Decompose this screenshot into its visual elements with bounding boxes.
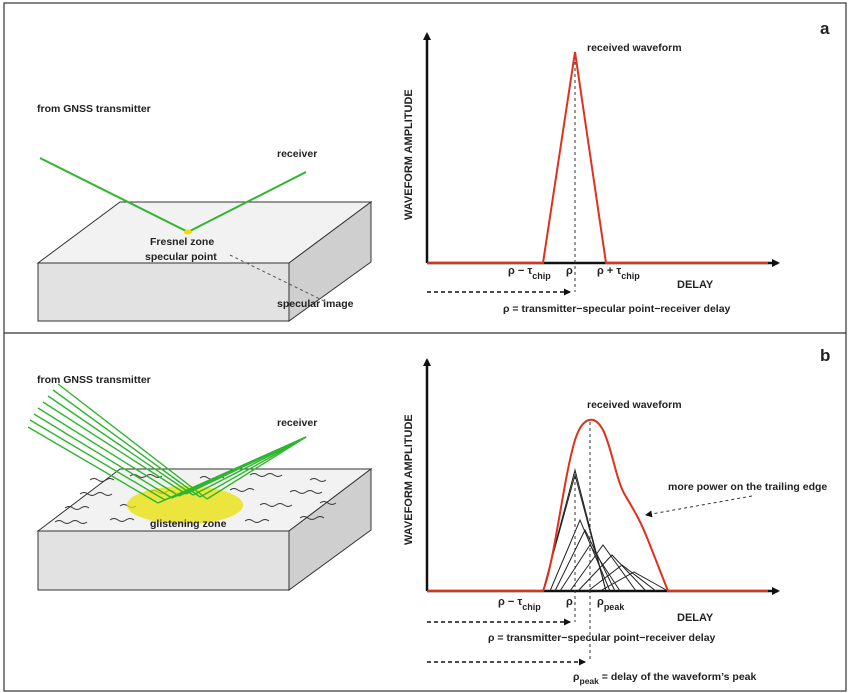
figure-border [3,2,847,692]
receiver-label: receiver [277,417,317,429]
trailing-edge-arrow [645,495,753,518]
waveform-curve [427,418,768,592]
tick-rho-peak: ρpeak [597,596,625,612]
panel-a: a from GNSS transmitter receiver Fresnel… [36,19,830,322]
transmitter-label: from GNSS transmitter [37,374,151,386]
panel-a-surface-box [36,201,373,322]
box-side-face [288,467,372,591]
reflected-ray [187,171,307,233]
y-axis-label: WAVEFORM AMPLITUDE [403,414,415,545]
delay-caption: ρ = transmitter−specular point−receiver … [503,303,731,315]
x-axis-label: DELAY [677,279,714,291]
specular-image-label: specular image [277,298,354,310]
tick-rho: ρ [566,265,573,277]
trailing-edge-label: more power on the trailing edge [668,481,827,493]
panel-a-letter: a [820,19,830,38]
waveform-curve [427,51,768,264]
box-side-face [288,201,372,322]
waveform-label: received waveform [587,399,682,411]
tick-rho-minus-tau: ρ − τchip [508,265,551,281]
transmitter-label: from GNSS transmitter [37,103,151,115]
box-front-face [37,262,290,322]
specular-image-leader [229,254,329,304]
specular-point-label: specular point [145,251,217,263]
glistening-zone-label: glistening zone [150,518,227,530]
fresnel-zone-label: Fresnel zone [150,236,214,248]
y-axis-label: WAVEFORM AMPLITUDE [403,89,415,220]
specular-point-marker [184,229,192,235]
incident-rays [27,383,208,504]
scattered-waveform-components [542,468,669,592]
panel-a-waveform-chart: WAVEFORM AMPLITUDE DELAY received wavefo… [403,32,780,315]
glistening-zone [127,486,243,524]
tick-rho: ρ [566,596,573,608]
x-axis-label: DELAY [677,612,714,624]
peak-delay-caption: ρpeak = delay of the waveform’s peak [573,671,756,686]
tick-rho-minus-tau: ρ − τchip [498,596,541,612]
waveform-label: received waveform [587,42,682,54]
box-front-face [37,530,290,591]
panel-b: b [27,346,830,686]
tick-rho-plus-tau: ρ + τchip [597,265,640,281]
reflected-rays [157,436,307,504]
panel-b-letter: b [820,346,830,365]
specular-delay-caption: ρ = transmitter−specular point−receiver … [488,632,716,644]
incident-ray [39,157,189,233]
receiver-label: receiver [277,148,317,160]
panel-b-waveform-chart: WAVEFORM AMPLITUDE DELAY received wavefo… [403,358,827,686]
